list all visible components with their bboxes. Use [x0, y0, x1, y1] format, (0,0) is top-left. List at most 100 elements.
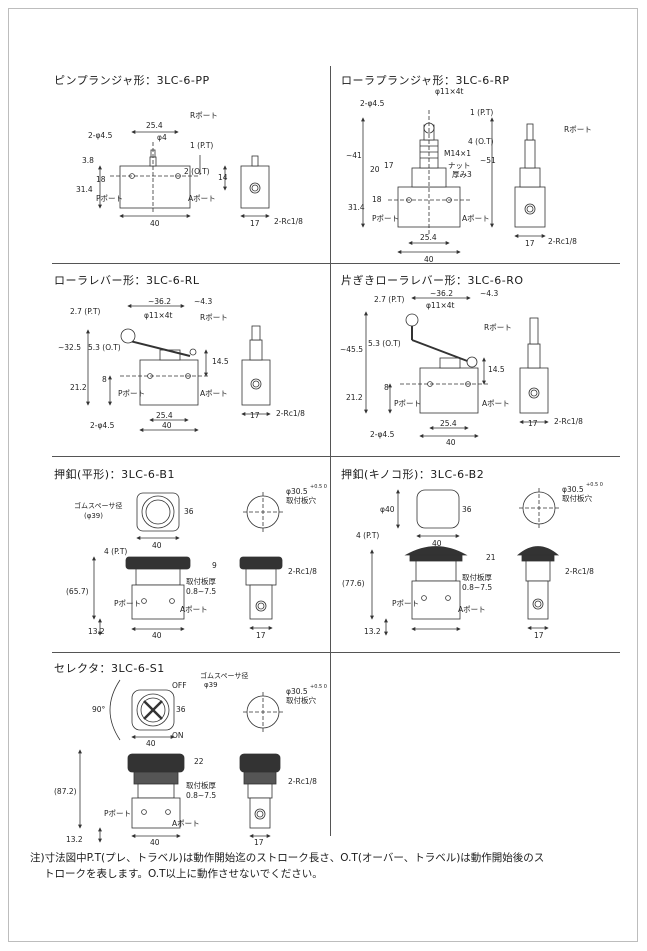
- divider-row3: [52, 652, 620, 653]
- rl-dim-21.2: 21.2: [70, 383, 87, 392]
- b2-hole: φ30.5: [562, 485, 584, 494]
- pp-port-r: Rポート: [190, 111, 218, 120]
- s1-dim-40: 40: [146, 739, 156, 748]
- rl-rc: 2-Rc1/8: [276, 409, 305, 418]
- ro-hole: 2-φ4.5: [370, 430, 395, 439]
- divider-row2: [52, 456, 620, 457]
- drawing-rl-side: [241, 325, 271, 416]
- b1-dim-13.2: 13.2: [88, 627, 105, 636]
- rp-port-a: Aポート: [462, 214, 490, 223]
- s1-rc: 2-Rc1/8: [288, 777, 317, 786]
- b2-dim-40: φ40: [380, 505, 395, 514]
- s1-rubber-d: φ39: [204, 681, 218, 689]
- b2-port-a: Aポート: [458, 605, 486, 614]
- rp-ot: 4 (O.T): [468, 137, 494, 146]
- s1-off: OFF: [172, 681, 187, 690]
- pp-dim-14: 14: [218, 173, 228, 182]
- title-rl: ローラレバー形：3LC-6-RL: [54, 274, 200, 287]
- rl-dim-36.2: ~36.2: [148, 297, 171, 306]
- ro-dim-21.2: 21.2: [346, 393, 363, 402]
- rp-dim-41: ~41: [346, 151, 362, 160]
- b2-dim-21: 21: [486, 553, 496, 562]
- ro-dim-36.2: ~36.2: [430, 289, 453, 298]
- rl-hole: 2-φ4.5: [90, 421, 115, 430]
- s1-dim-40b: 40: [150, 838, 160, 847]
- b1-dim-36: 36: [184, 507, 194, 516]
- ro-dim-40: 40: [446, 438, 456, 447]
- rp-thread: M14×1: [444, 149, 471, 158]
- b1-dim-9: 9: [212, 561, 217, 570]
- ro-dim-14.5: 14.5: [488, 365, 505, 374]
- rp-dim-40: 40: [424, 255, 434, 264]
- rl-ot: 5.3 (O.T): [88, 343, 121, 352]
- drawing-b1-side: [239, 556, 283, 630]
- drawing-pp-front: [98, 130, 201, 218]
- b1-dim-65.7: (65.7): [66, 587, 89, 596]
- rl-pt: 2.7 (P.T): [70, 307, 101, 316]
- footnote-line-1: 注)寸法図中P.T(プレ、トラベル)は動作開始迄のストローク長さ、O.T(オーバ…: [30, 852, 545, 864]
- s1-mount-t: 0.8~7.5: [186, 791, 216, 800]
- rl-roller: φ11×4t: [144, 311, 173, 320]
- b2-mount-t: 0.8~7.5: [462, 583, 492, 592]
- b1-mount-t: 0.8~7.5: [186, 587, 216, 596]
- ro-rc: 2-Rc1/8: [554, 417, 583, 426]
- ro-ot: 5.3 (O.T): [368, 339, 401, 348]
- s1-hole: φ30.5: [286, 687, 308, 696]
- ro-dim-17: 17: [528, 419, 538, 428]
- rl-port-r: Rポート: [200, 313, 228, 322]
- rp-dim-17a: 17: [384, 161, 394, 170]
- drawing-b2-front: [370, 546, 468, 636]
- s1-angle: 90°: [92, 705, 106, 714]
- ro-pt: 2.7 (P.T): [374, 295, 405, 304]
- s1-mount: 取付板厚: [186, 780, 216, 790]
- drawing-s1-top: [109, 679, 283, 741]
- ro-dim-45.5: ~45.5: [340, 345, 363, 354]
- ro-roller: φ11×4t: [426, 301, 455, 310]
- drawing-pp-side: [223, 155, 270, 218]
- pp-rc: 2-Rc1/8: [274, 217, 303, 226]
- drawing-ro-front: [364, 296, 490, 438]
- divider-row1: [52, 263, 620, 264]
- rp-roller: φ11×4t: [435, 87, 464, 96]
- drawing-b1-front: [92, 556, 191, 636]
- b2-mount: 取付板厚: [462, 572, 492, 582]
- b2-tol: +0.5 0: [586, 482, 603, 488]
- ro-port-a: Aポート: [482, 399, 510, 408]
- title-ro: 片ぎきローラレバー形：3LC-6-RO: [341, 274, 524, 287]
- b2-dim-13.2: 13.2: [364, 627, 381, 636]
- drawing-rp-front: [361, 110, 494, 254]
- b2-dim-40b: 40: [432, 539, 442, 548]
- pp-dim-25.4: 25.4: [146, 121, 163, 130]
- b2-hole-lbl: 取付板穴: [562, 493, 592, 503]
- pp-dim-31.4: 31.4: [76, 185, 93, 194]
- b2-dim-77.6: (77.6): [342, 579, 365, 588]
- b1-rc: 2-Rc1/8: [288, 567, 317, 576]
- pp-pt: 1 (P.T): [190, 141, 213, 150]
- b1-mount: 取付板厚: [186, 576, 216, 586]
- ro-dim-25.4: 25.4: [440, 419, 457, 428]
- s1-dim-87.2: (87.2): [54, 787, 77, 796]
- footnote-line-2: トロークを表します。O.T以上に動作させないでください。: [44, 868, 323, 880]
- b1-hole-lbl: 取付板穴: [286, 495, 316, 505]
- rp-dim-51: ~51: [480, 156, 496, 165]
- s1-tol: +0.5 0: [310, 684, 327, 690]
- b1-tol: +0.5 0: [310, 484, 327, 490]
- s1-rubber: ゴムスペーサ径: [200, 671, 248, 680]
- drawing-b2-top: [396, 488, 559, 538]
- ro-dim-4.3: ~4.3: [480, 289, 498, 298]
- rp-pt: 1 (P.T): [470, 108, 493, 117]
- b2-pt: 4 (P.T): [356, 531, 379, 540]
- footnote: 注)寸法図中P.T(プレ、トラベル)は動作開始迄のストローク長さ、O.T(オーバ…: [30, 850, 620, 882]
- divider-vertical: [330, 66, 331, 836]
- s1-on: ON: [172, 731, 184, 740]
- b1-hole: φ30.5: [286, 487, 308, 496]
- rl-dim-25.4: 25.4: [156, 411, 173, 420]
- b2-dim-17: 17: [534, 631, 544, 640]
- pp-dim-pin: φ4: [157, 133, 167, 142]
- rp-dim-17b: 17: [525, 239, 535, 248]
- title-s1: セレクタ：3LC-6-S1: [54, 662, 165, 675]
- rl-dim-40: 40: [162, 421, 172, 430]
- rp-dim-31.4: 31.4: [348, 203, 365, 212]
- b1-pt: 4 (P.T): [104, 547, 127, 556]
- rl-dim-32.5: ~32.5: [58, 343, 81, 352]
